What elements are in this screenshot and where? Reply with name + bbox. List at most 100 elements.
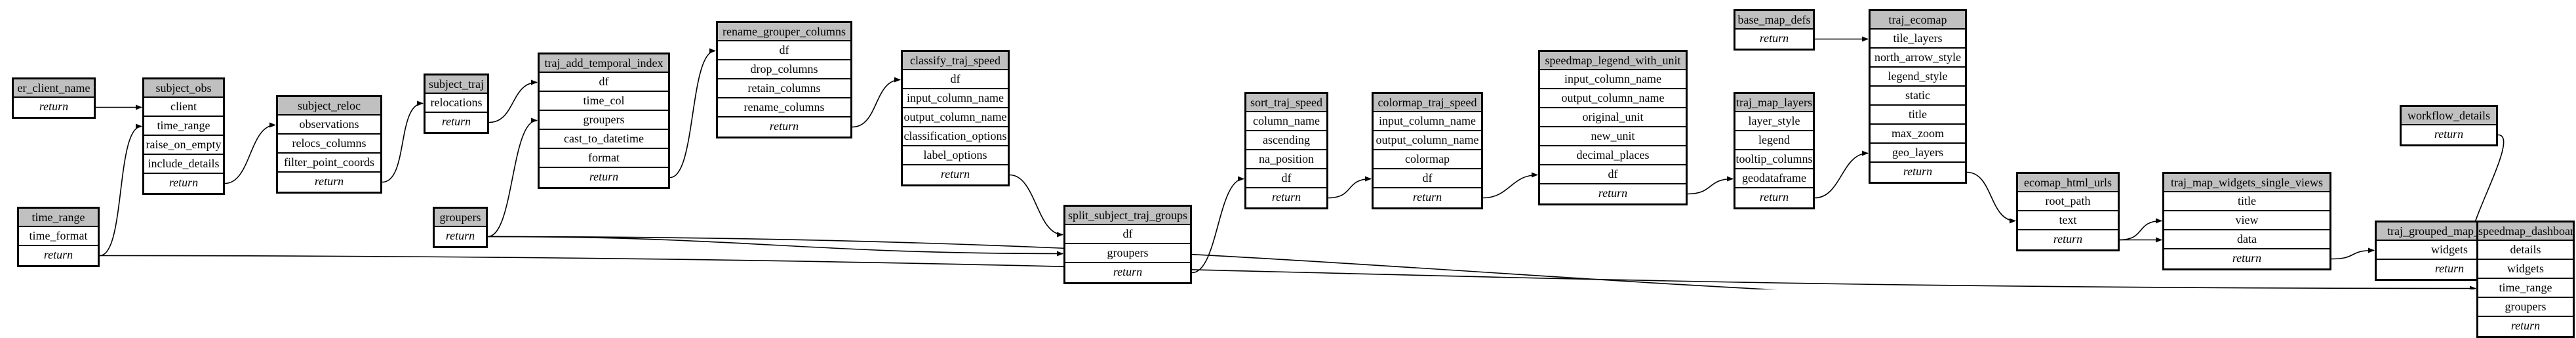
node-field: view: [2164, 211, 2329, 230]
edge-groupers-to-split-subject-traj-groups: [487, 236, 1063, 257]
node-return-port: return: [445, 229, 475, 242]
node-title: ecomap_html_urls: [2018, 174, 2118, 192]
node-return-port: return: [589, 170, 619, 183]
node-field: relocs_columns: [278, 135, 380, 154]
node-field: groupers: [1065, 244, 1190, 263]
node-field: time_col: [540, 92, 668, 111]
node-field: df: [1246, 169, 1326, 188]
node-field: colormap: [1374, 150, 1481, 169]
node-field: input_column_name: [1540, 70, 1686, 89]
node-title: classify_traj_speed: [903, 52, 1008, 70]
node-field: cast_to_datetime: [540, 130, 668, 149]
node-field: geo_layers: [1871, 144, 1965, 163]
node-return-port: return: [2232, 251, 2262, 264]
node-field: widgets: [2377, 241, 2522, 260]
node-field: time_range: [2478, 279, 2573, 298]
node-field: time_format: [19, 227, 98, 246]
node-return-port: return: [1759, 32, 1789, 45]
edge-traj-ecomap-to-ecomap-html-urls: [1966, 171, 2016, 224]
edge-subject-obs-to-subject-reloc: [224, 122, 276, 184]
node-field: root_path: [2018, 192, 2118, 211]
node-title: speedmap_dashboard: [2478, 222, 2573, 241]
node-title: speedmap_legend_with_unit: [1540, 52, 1686, 70]
node-title: groupers: [435, 209, 486, 227]
node-field: drop_columns: [718, 60, 850, 79]
edge-time-range-to-speedmap-dashboard: [99, 255, 2476, 289]
node-field: legend: [1735, 131, 1813, 150]
node-title: subject_reloc: [278, 97, 380, 116]
node-return-port: return: [441, 115, 471, 128]
node-field: filter_point_coords: [278, 154, 380, 173]
node-return-port: return: [43, 248, 73, 261]
node-field: details: [2478, 241, 2573, 260]
edge-traj-map-layers-to-traj-ecomap: [1814, 150, 1869, 199]
node-field: data: [2164, 230, 2329, 249]
node-return-port: return: [168, 176, 199, 189]
node-field: df: [1374, 169, 1481, 188]
node-field: title: [2164, 192, 2329, 211]
node-field: widgets: [2478, 260, 2573, 279]
node-title: traj_ecomap: [1871, 11, 1965, 30]
node-field: include_details: [144, 155, 223, 174]
node-groupers: groupers return: [433, 207, 488, 248]
node-field: label_options: [903, 146, 1008, 165]
node-field: decimal_places: [1540, 146, 1686, 165]
node-field: observations: [278, 116, 380, 135]
node-return-port: return: [940, 167, 970, 180]
node-return-port: return: [2053, 232, 2083, 245]
node-return-port: return: [769, 119, 799, 133]
edge-traj-add-temporal-index-to-rename-grouper-columns: [669, 48, 716, 179]
node-return-port: return: [2434, 127, 2464, 140]
node-field: retain_columns: [718, 79, 850, 98]
node-field: df: [718, 41, 850, 60]
node-field: relocations: [426, 94, 487, 113]
edge-layer: [96, 36, 2529, 289]
node-title: colormap_traj_speed: [1374, 94, 1481, 112]
node-title: sort_traj_speed: [1246, 94, 1326, 112]
edge-colormap-traj-speed-to-speedmap-legend-with-unit: [1482, 172, 1538, 199]
node-field: north_arrow_style: [1871, 49, 1965, 68]
node-field: df: [903, 70, 1008, 89]
node-return-port: return: [1759, 190, 1789, 203]
edge-ecomap-html-urls-to-traj-map-widgets-single-views: [2119, 218, 2162, 241]
node-field: groupers: [2478, 298, 2573, 317]
node-field: time_range: [144, 117, 223, 136]
node-field: layer_style: [1735, 112, 1813, 131]
node-return-port: return: [2434, 262, 2465, 275]
edge-rename-grouper-columns-to-classify-traj-speed: [852, 77, 901, 128]
node-field: legend_style: [1871, 68, 1965, 87]
node-field: title: [1871, 106, 1965, 125]
node-field: input_column_name: [1374, 112, 1481, 131]
edge-groupers-to-traj-add-temporal-index: [487, 117, 538, 238]
node-title: subject_traj: [426, 75, 487, 94]
node-field: df: [540, 73, 668, 92]
edge-traj-map-widgets-single-views-to-traj-grouped-map-widget: [2331, 247, 2375, 260]
node-return-port: return: [1412, 190, 1442, 203]
node-field: output_column_name: [1540, 89, 1686, 108]
node-field: tile_layers: [1871, 30, 1965, 49]
node-return-port: return: [314, 175, 344, 188]
edge-speedmap-legend-with-unit-to-traj-map-layers: [1687, 176, 1734, 195]
node-field: groupers: [540, 111, 668, 130]
edge-sort-traj-speed-to-colormap-traj-speed: [1328, 176, 1372, 199]
node-return-port: return: [1113, 265, 1143, 278]
node-field: tooltip_columns: [1735, 150, 1813, 169]
node-title: traj_map_widgets_single_views: [2164, 174, 2329, 192]
edge-groupers-to-speedmap-dashboard: [487, 236, 1778, 289]
